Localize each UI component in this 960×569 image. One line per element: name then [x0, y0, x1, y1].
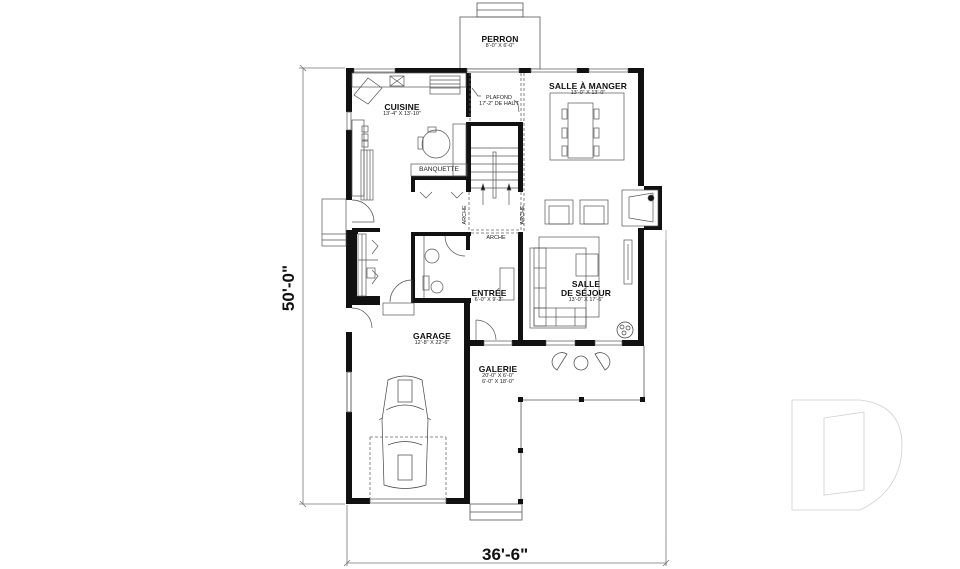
galerie-posts [518, 397, 645, 504]
plafond-label: PLAFOND 17'-2" DE HAUT [474, 95, 524, 108]
dimension-depth: 50'-0" [279, 264, 299, 312]
doors [321, 198, 515, 341]
dining-table-icon [549, 92, 625, 161]
room-size: 6'-0" X 9'-2" [474, 296, 504, 303]
room-name: ENTRÉE [471, 288, 507, 298]
interior-walls [346, 73, 523, 346]
room-size: 13'-0" X 13'-0" [570, 89, 606, 96]
arche-label-right: ARCHE [520, 205, 527, 225]
room-name: CUISINE [384, 102, 420, 112]
room-name-line1: SALLE [571, 279, 601, 289]
fireplace-icon [621, 189, 659, 227]
room-entree: ENTRÉE 6'-0" X 9'-2" [466, 289, 512, 304]
watermark-logo-icon [791, 399, 903, 511]
room-size: 13'-4" X 13'-10" [383, 110, 421, 117]
room-size: 12'-8" X 22'-6" [414, 339, 450, 346]
room-galerie: GALERIE 20'-0" X 6'-0" 6'-0" X 18'-0" [470, 365, 526, 385]
room-size: 8'-0" X 6'-0" [485, 42, 515, 49]
arche-label-left: ARCHE [462, 205, 469, 225]
garage-side-window [346, 371, 352, 413]
plafond-line2: 17'-2" DE HAUT [479, 100, 519, 107]
dimension-lines [299, 64, 670, 567]
room-salle-de-sejour: SALLE DE SÉJOUR 13'-0" X 17'-6" [548, 280, 624, 304]
room-name-line2: DE SÉJOUR [560, 287, 612, 298]
plafond-leader [471, 87, 520, 113]
room-garage: GARAGE 12'-8" X 22'-6" [392, 332, 472, 347]
banquette-label: BANQUETTE [419, 166, 459, 173]
room-name: SALLE À MANGER [549, 81, 627, 91]
room-size-line2: 6'-0" X 18'-0" [482, 378, 514, 385]
room-name: PERRON [481, 34, 519, 44]
room-salle-a-manger: SALLE À MANGER 13'-0" X 13'-0" [530, 82, 646, 97]
room-cuisine: CUISINE 13'-4" X 13'-10" [362, 103, 442, 118]
room-name: GARAGE [413, 331, 451, 341]
arche-label-bottom: ARCHE [486, 235, 506, 241]
sofa-icon [529, 236, 633, 329]
dimension-width: 36'-6" [482, 545, 529, 564]
exterior-walls [346, 68, 662, 504]
armchair-icon [544, 199, 609, 225]
car-icon [378, 375, 432, 489]
room-perron: PERRON 8'-0" X 6'-0" [460, 35, 540, 50]
plafond-line1: PLAFOND [486, 95, 512, 101]
room-name: GALERIE [478, 364, 518, 374]
room-size: 13'-0" X 17'-6" [568, 296, 604, 303]
plant-icon [616, 321, 634, 339]
kitchen-counters [351, 72, 467, 201]
room-size-line1: 20'-0" X 6'-0" [482, 372, 514, 379]
galerie-chairs [551, 352, 611, 371]
dining-nook [410, 123, 468, 199]
stairs-icon [471, 147, 518, 205]
dashed-openings [369, 73, 525, 498]
